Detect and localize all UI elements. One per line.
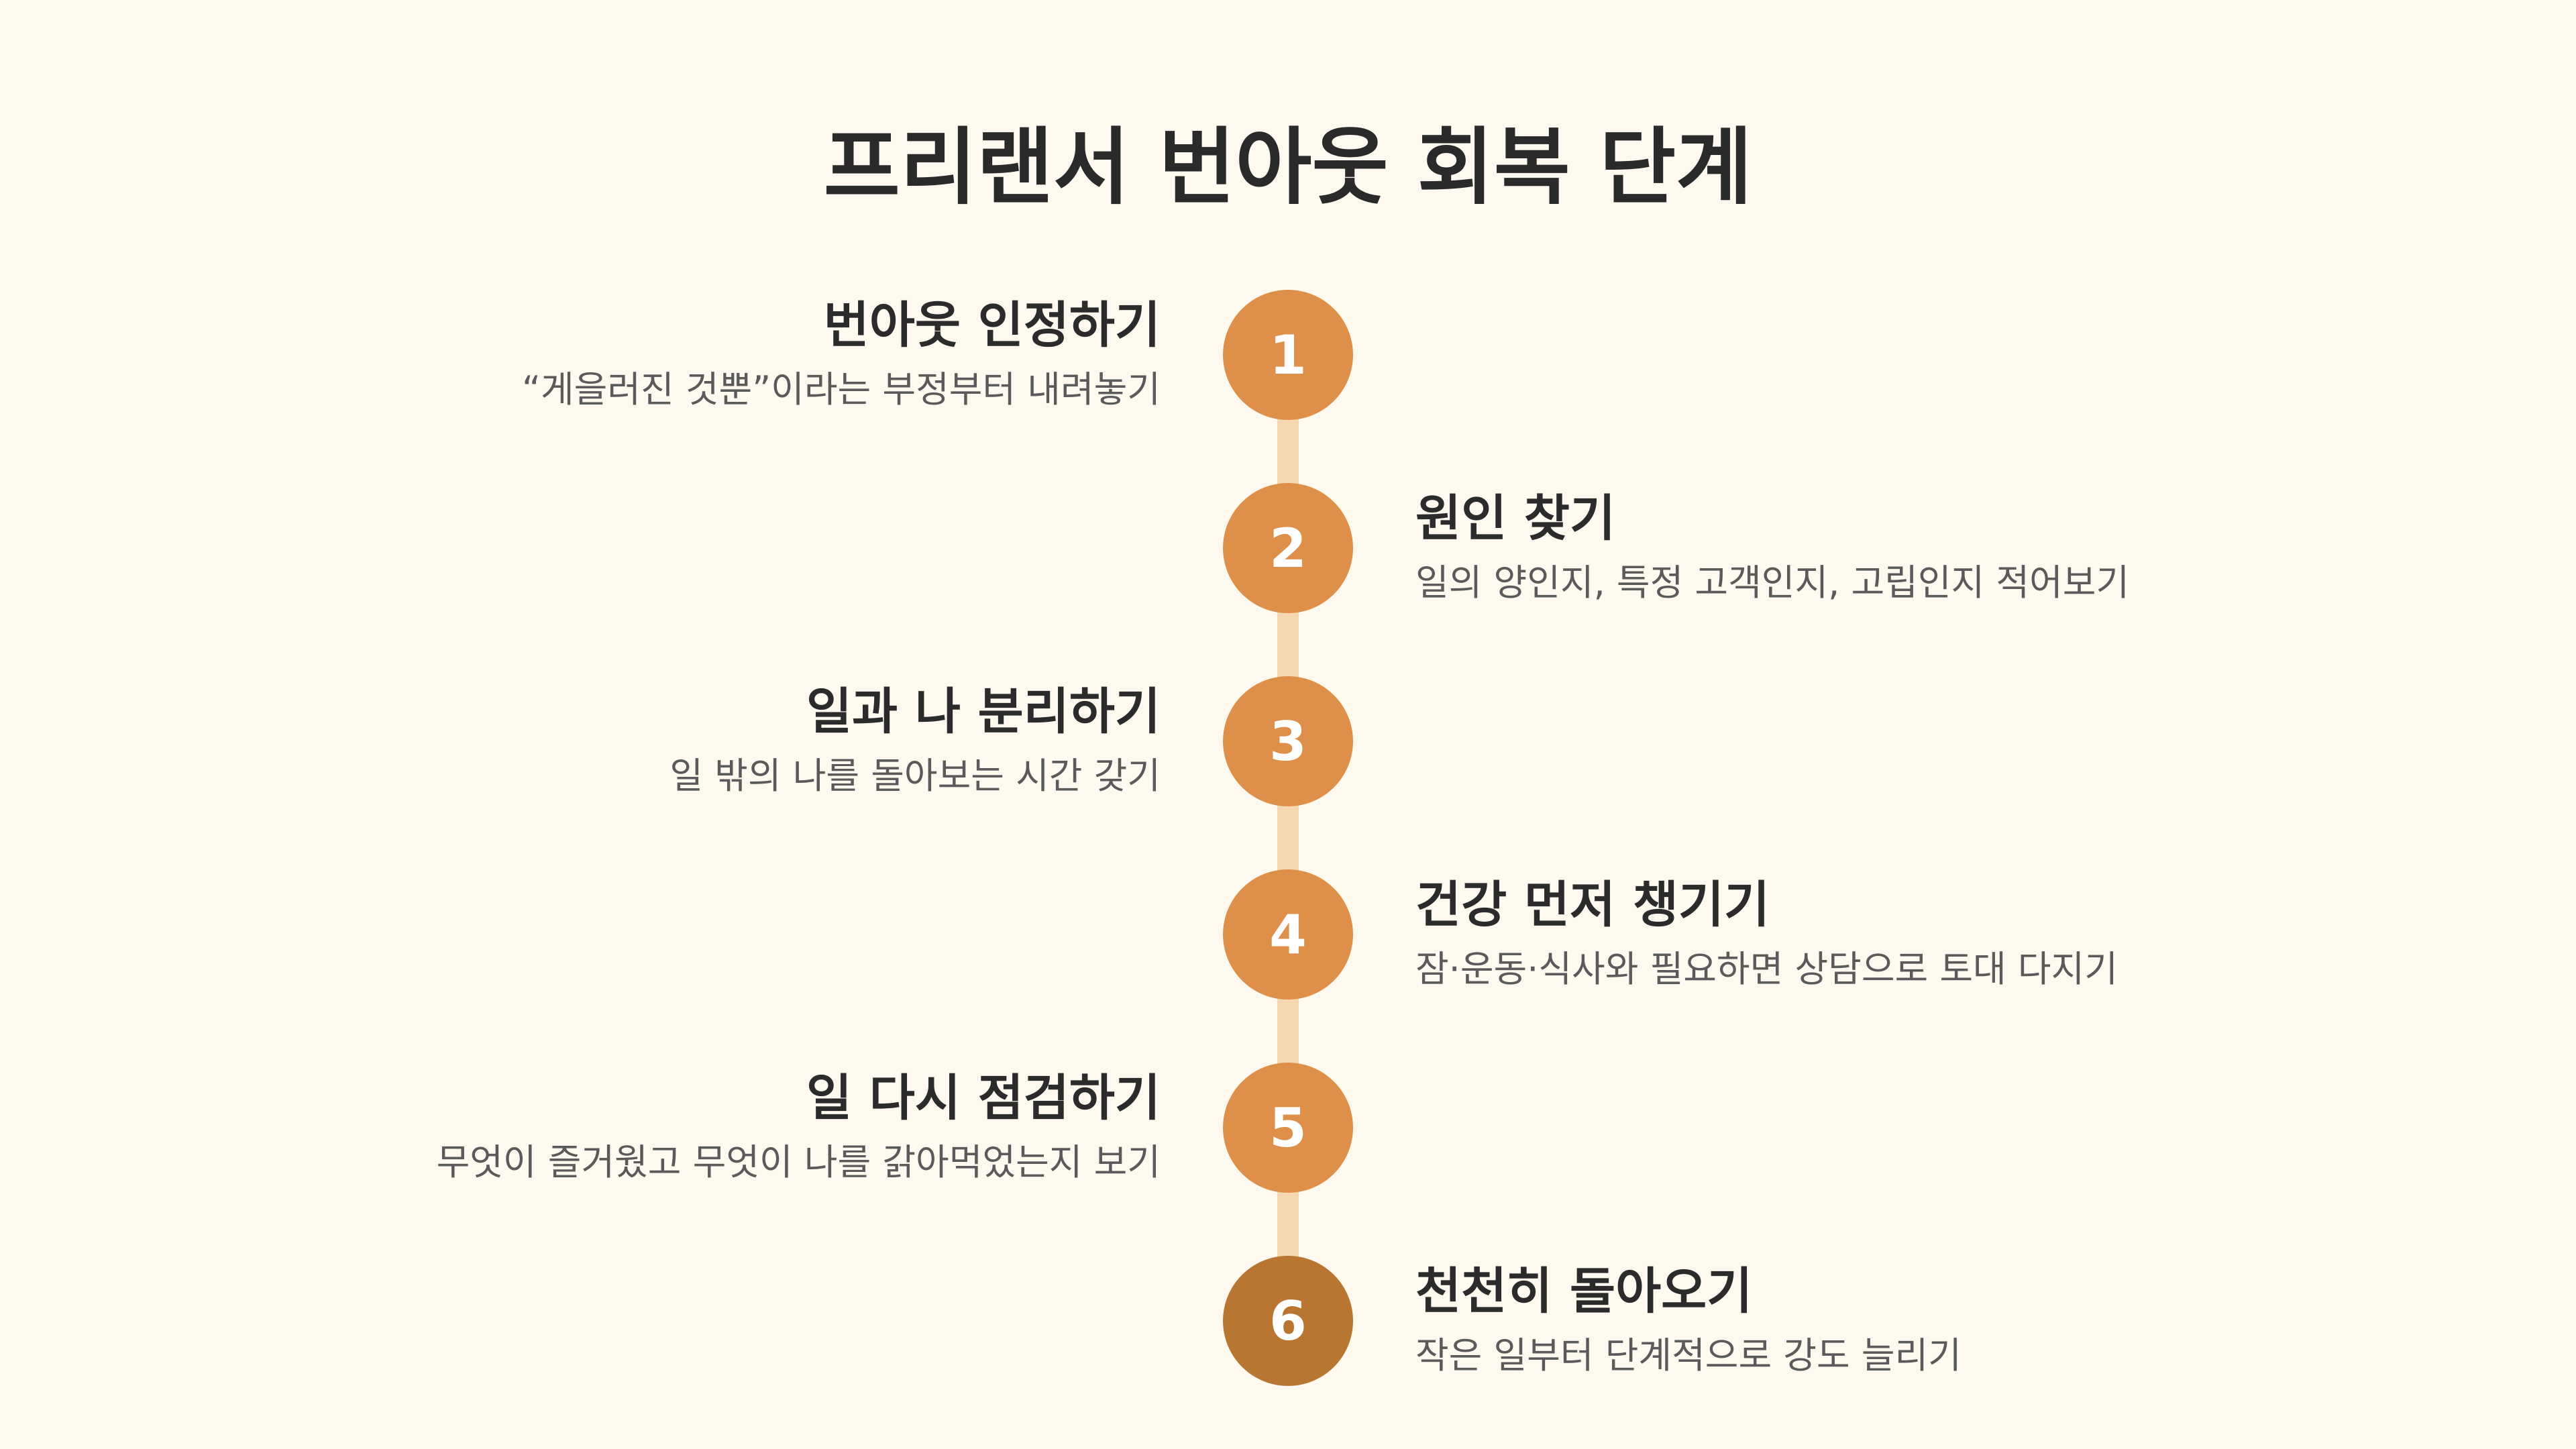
step-2-number-circle: 2	[1223, 483, 1353, 613]
step-1-title: 번아웃 인정하기	[823, 297, 1161, 354]
step-1: 번아웃 인정하기 “게을러진 것뿐”이라는 부정부터 내려놓기 1	[0, 290, 2576, 424]
step-1-text: 번아웃 인정하기 “게을러진 것뿐”이라는 부정부터 내려놓기	[322, 293, 1161, 415]
step-2-title: 원인 찾기	[1415, 490, 1616, 547]
step-4-description: 잠·운동·식사와 필요하면 상담으로 토대 다지기	[1415, 948, 2118, 990]
step-2: 2 원인 찾기 일의 양인지, 특정 고객인지, 고립인지 적어보기	[0, 483, 2576, 617]
step-6: 6 천천히 돌아오기 작은 일부터 단계적으로 강도 늘리기	[0, 1256, 2576, 1390]
step-5: 일 다시 점검하기 무엇이 즐거웠고 무엇이 나를 갉아먹었는지 보기 5	[0, 1063, 2576, 1197]
step-3-number-circle: 3	[1223, 676, 1353, 806]
step-6-text: 천천히 돌아오기 작은 일부터 단계적으로 강도 늘리기	[1415, 1259, 2254, 1381]
step-6-description: 작은 일부터 단계적으로 강도 늘리기	[1415, 1334, 1962, 1377]
step-5-title: 일 다시 점검하기	[806, 1069, 1161, 1127]
step-3: 일과 나 분리하기 일 밖의 나를 돌아보는 시간 갖기 3	[0, 676, 2576, 810]
step-5-text: 일 다시 점검하기 무엇이 즐거웠고 무엇이 나를 갉아먹었는지 보기	[322, 1066, 1161, 1188]
step-6-title: 천천히 돌아오기	[1415, 1263, 1753, 1320]
step-4-number-circle: 4	[1223, 869, 1353, 1000]
step-3-description: 일 밖의 나를 돌아보는 시간 갖기	[669, 755, 1161, 797]
step-4-text: 건강 먼저 챙기기 잠·운동·식사와 필요하면 상담으로 토대 다지기	[1415, 873, 2254, 995]
step-1-number-circle: 1	[1223, 290, 1353, 420]
step-2-text: 원인 찾기 일의 양인지, 특정 고객인지, 고립인지 적어보기	[1415, 486, 2254, 608]
step-5-number-circle: 5	[1223, 1063, 1353, 1193]
step-3-text: 일과 나 분리하기 일 밖의 나를 돌아보는 시간 갖기	[322, 680, 1161, 802]
step-2-description: 일의 양인지, 특정 고객인지, 고립인지 적어보기	[1415, 561, 2130, 604]
step-4-title: 건강 먼저 챙기기	[1415, 876, 1770, 934]
step-3-title: 일과 나 분리하기	[806, 683, 1161, 741]
step-6-number-circle: 6	[1223, 1256, 1353, 1386]
step-5-description: 무엇이 즐거웠고 무엇이 나를 갉아먹었는지 보기	[436, 1141, 1161, 1183]
page-title: 프리랜서 번아웃 회복 단계	[823, 119, 1753, 216]
step-4: 4 건강 먼저 챙기기 잠·운동·식사와 필요하면 상담으로 토대 다지기	[0, 869, 2576, 1004]
step-1-description: “게을러진 것뿐”이라는 부정부터 내려놓기	[521, 368, 1161, 411]
